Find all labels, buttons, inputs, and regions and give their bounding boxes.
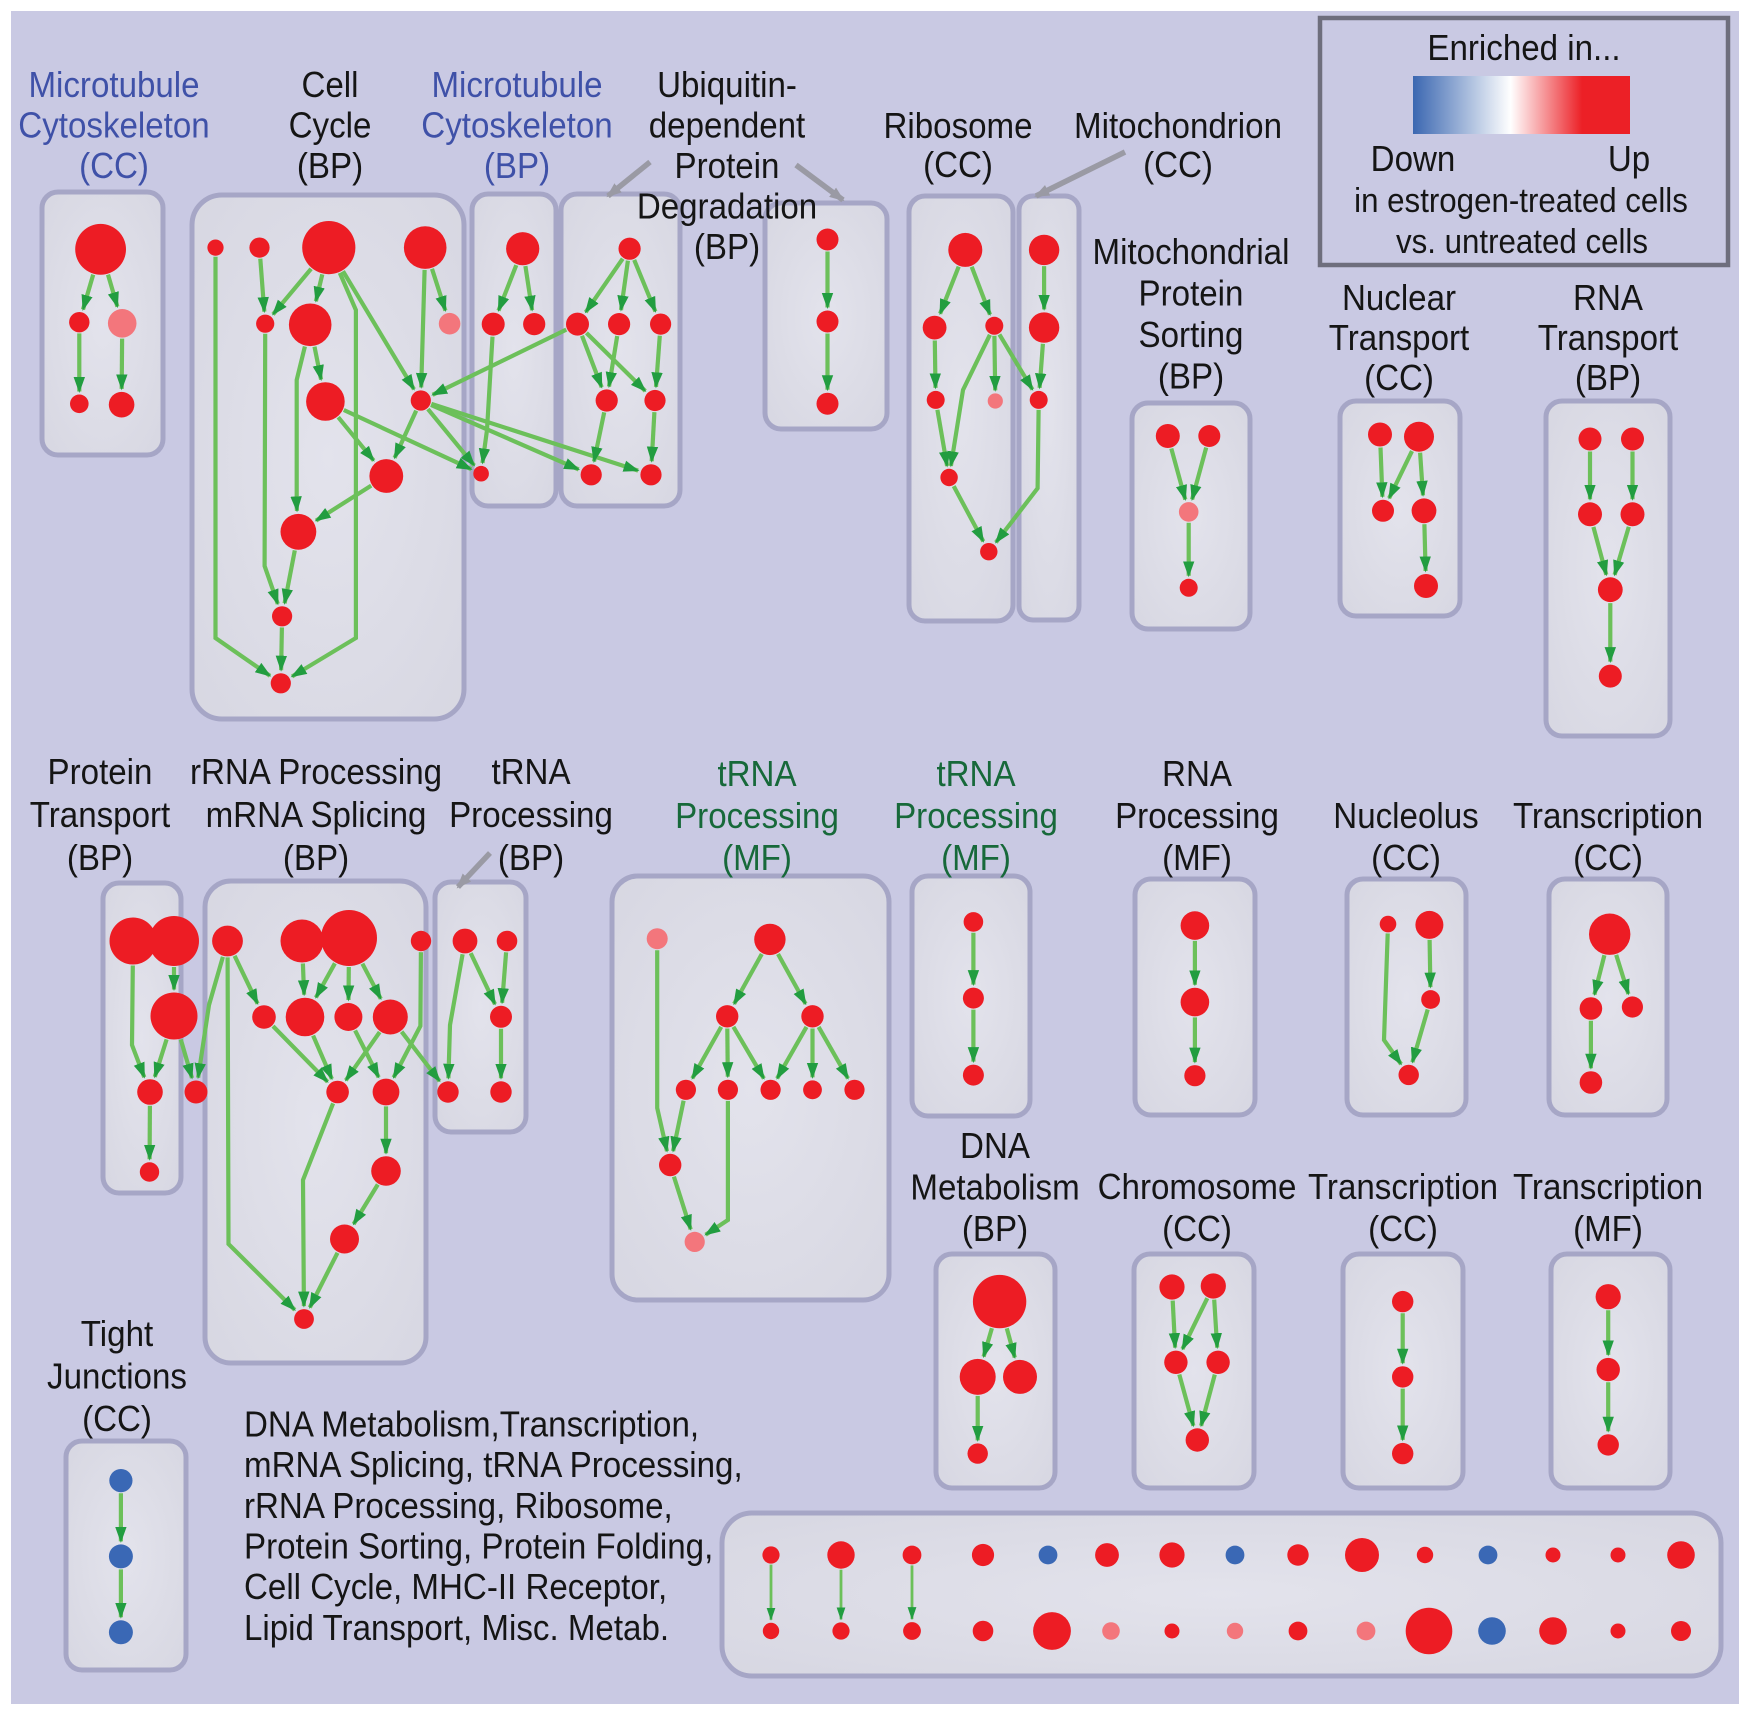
svg-text:mRNA Splicing: mRNA Splicing bbox=[206, 796, 427, 836]
svg-text:Mitochondrion: Mitochondrion bbox=[1074, 107, 1282, 147]
svg-text:tRNA: tRNA bbox=[717, 755, 796, 795]
svg-text:Transcription: Transcription bbox=[1513, 797, 1703, 837]
svg-text:(BP): (BP) bbox=[1158, 357, 1224, 397]
svg-text:Processing: Processing bbox=[1115, 797, 1279, 837]
svg-text:Microtubule: Microtubule bbox=[431, 66, 602, 106]
svg-text:(CC): (CC) bbox=[1143, 146, 1213, 186]
svg-text:(CC): (CC) bbox=[1162, 1210, 1232, 1250]
svg-text:Processing: Processing bbox=[675, 797, 839, 837]
svg-text:Protein Sorting, Protein Foldi: Protein Sorting, Protein Folding, bbox=[244, 1527, 713, 1567]
svg-text:in estrogen-treated cells: in estrogen-treated cells bbox=[1354, 181, 1688, 220]
svg-text:(CC): (CC) bbox=[1364, 359, 1434, 399]
svg-text:(CC): (CC) bbox=[1573, 839, 1643, 879]
svg-text:Sorting: Sorting bbox=[1139, 316, 1244, 356]
svg-text:tRNA: tRNA bbox=[491, 753, 570, 793]
svg-text:Cytoskeleton: Cytoskeleton bbox=[18, 106, 209, 146]
svg-text:Cell: Cell bbox=[301, 66, 358, 106]
svg-text:Transport: Transport bbox=[1538, 319, 1679, 359]
svg-text:rRNA Processing, Ribosome,: rRNA Processing, Ribosome, bbox=[244, 1487, 673, 1527]
svg-text:Transport: Transport bbox=[1329, 319, 1470, 359]
svg-text:(BP): (BP) bbox=[297, 147, 363, 187]
svg-text:Transcription: Transcription bbox=[1513, 1168, 1703, 1208]
svg-text:tRNA: tRNA bbox=[936, 755, 1015, 795]
svg-text:Enriched in...: Enriched in... bbox=[1427, 29, 1620, 69]
svg-text:rRNA Processing: rRNA Processing bbox=[190, 753, 442, 793]
svg-text:Cell Cycle, MHC-II Receptor,: Cell Cycle, MHC-II Receptor, bbox=[244, 1568, 667, 1608]
svg-text:RNA: RNA bbox=[1573, 279, 1643, 319]
svg-text:Transport: Transport bbox=[30, 796, 171, 836]
svg-text:Transcription: Transcription bbox=[1308, 1168, 1498, 1208]
svg-text:Processing: Processing bbox=[449, 796, 613, 836]
svg-text:Cycle: Cycle bbox=[289, 106, 372, 146]
svg-text:(MF): (MF) bbox=[1573, 1210, 1643, 1250]
svg-text:Chromosome: Chromosome bbox=[1098, 1168, 1297, 1208]
svg-text:(BP): (BP) bbox=[498, 839, 564, 879]
svg-text:Ribosome: Ribosome bbox=[883, 107, 1032, 147]
svg-text:(BP): (BP) bbox=[1575, 359, 1641, 399]
svg-text:Degradation: Degradation bbox=[637, 187, 817, 227]
svg-text:(BP): (BP) bbox=[694, 228, 760, 268]
svg-text:(MF): (MF) bbox=[941, 839, 1011, 879]
svg-text:DNA: DNA bbox=[960, 1127, 1030, 1167]
svg-text:Metabolism: Metabolism bbox=[910, 1168, 1079, 1208]
svg-text:(MF): (MF) bbox=[722, 839, 792, 879]
svg-text:Ubiquitin-: Ubiquitin- bbox=[657, 66, 797, 106]
svg-text:Mitochondrial: Mitochondrial bbox=[1093, 233, 1290, 273]
svg-text:(BP): (BP) bbox=[67, 839, 133, 879]
svg-text:(BP): (BP) bbox=[962, 1210, 1028, 1250]
svg-text:(CC): (CC) bbox=[923, 146, 993, 186]
svg-text:(CC): (CC) bbox=[1371, 839, 1441, 879]
svg-text:Tight: Tight bbox=[81, 1315, 154, 1355]
svg-text:Protein: Protein bbox=[675, 147, 780, 187]
svg-text:Down: Down bbox=[1371, 140, 1456, 180]
svg-text:(CC): (CC) bbox=[1368, 1210, 1438, 1250]
svg-text:(MF): (MF) bbox=[1162, 839, 1232, 879]
svg-text:vs. untreated cells: vs. untreated cells bbox=[1396, 222, 1648, 261]
svg-text:Protein: Protein bbox=[1139, 274, 1244, 314]
svg-text:Microtubule: Microtubule bbox=[28, 66, 199, 106]
svg-text:(BP): (BP) bbox=[484, 147, 550, 187]
svg-text:Nuclear: Nuclear bbox=[1342, 279, 1456, 319]
svg-text:Up: Up bbox=[1608, 140, 1650, 180]
svg-text:(CC): (CC) bbox=[82, 1400, 152, 1440]
svg-text:RNA: RNA bbox=[1162, 755, 1232, 795]
svg-text:(BP): (BP) bbox=[283, 839, 349, 879]
svg-text:Junctions: Junctions bbox=[47, 1357, 187, 1397]
svg-text:Processing: Processing bbox=[894, 797, 1058, 837]
svg-text:dependent: dependent bbox=[649, 106, 806, 146]
svg-text:DNA Metabolism,Transcription,: DNA Metabolism,Transcription, bbox=[244, 1405, 699, 1445]
svg-text:Cytoskeleton: Cytoskeleton bbox=[421, 106, 612, 146]
svg-text:Nucleolus: Nucleolus bbox=[1333, 797, 1478, 837]
svg-text:Protein: Protein bbox=[48, 753, 153, 793]
svg-text:(CC): (CC) bbox=[79, 147, 149, 187]
svg-text:Lipid Transport, Misc. Metab.: Lipid Transport, Misc. Metab. bbox=[244, 1609, 669, 1649]
svg-text:mRNA Splicing, tRNA Processing: mRNA Splicing, tRNA Processing, bbox=[244, 1446, 743, 1486]
